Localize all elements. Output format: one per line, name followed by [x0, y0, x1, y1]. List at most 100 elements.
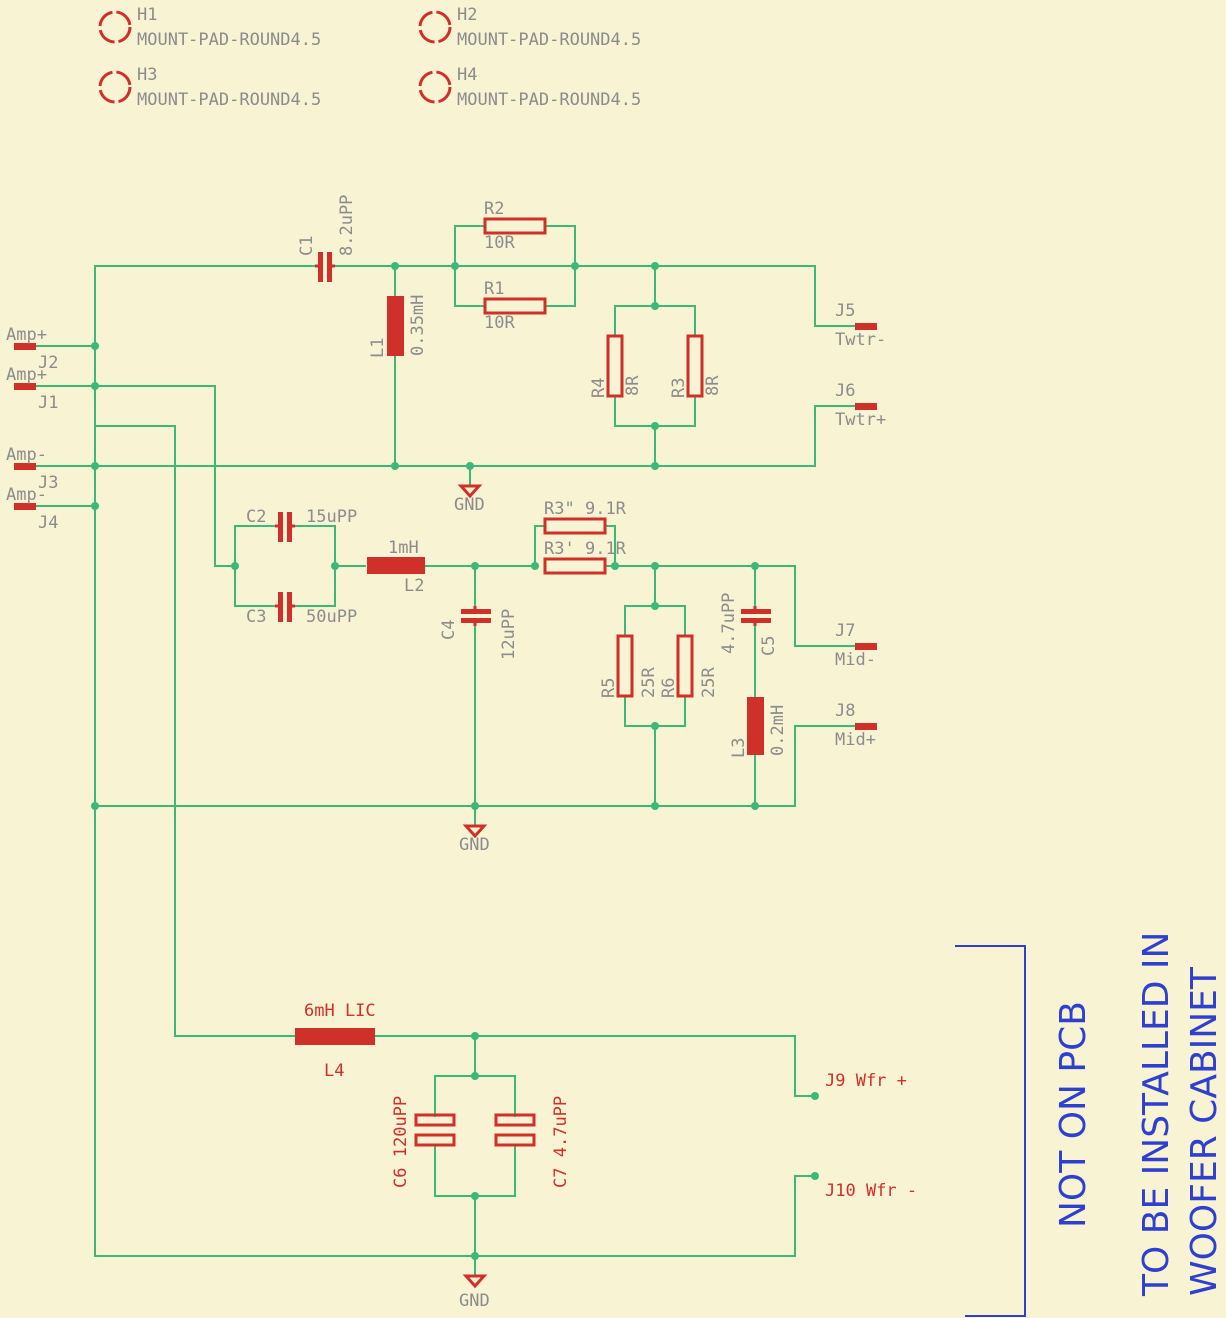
j8-value: Mid+: [835, 730, 876, 750]
h3-ref: H3: [137, 65, 157, 85]
j2-ref: J2: [38, 353, 58, 373]
h4-value: MOUNT-PAD-ROUND4.5: [457, 90, 641, 110]
resistor-r5: R5 25R: [599, 634, 659, 698]
h2-ref: H2: [457, 5, 477, 25]
inductor-l1: L1 0.35mH: [368, 295, 428, 358]
junctions: [91, 262, 819, 1260]
resistor-r2: R2 10R: [483, 199, 547, 253]
h1-value: MOUNT-PAD-ROUND4.5: [137, 30, 321, 50]
resistor-r3a: R3" 9.1R: [543, 499, 627, 535]
c5-value: 4.7uPP: [719, 593, 739, 654]
l3-ref: L3: [729, 738, 749, 758]
r2-ref: R2: [484, 199, 504, 219]
capacitor-c2: C2 15uPP: [246, 507, 357, 542]
r6-value: 25R: [699, 667, 719, 698]
j10-label: J10 Wfr -: [825, 1181, 917, 1201]
j4-value: Amp-: [6, 485, 47, 505]
l2-value: 1mH: [388, 538, 419, 558]
connector-j2: Amp+ J2: [6, 325, 58, 373]
h4-ref: H4: [457, 65, 477, 85]
mount-pad-h4: H4 MOUNT-PAD-ROUND4.5: [418, 65, 641, 110]
r4-value: 8R: [623, 375, 643, 396]
wires: [34, 225, 856, 1277]
connector-j3: Amp- J3: [6, 445, 58, 493]
l2-ref: L2: [404, 576, 424, 596]
h1-ref: H1: [137, 5, 157, 25]
r2-value: 10R: [484, 233, 515, 253]
j5-value: Twtr-: [835, 330, 886, 350]
r3-value: 8R: [703, 375, 723, 396]
gnd-3-label: GND: [459, 1291, 490, 1311]
r6-ref: R6: [659, 678, 679, 698]
inductor-l3: L3 0.2mH: [729, 697, 788, 758]
connector-j1: Amp+ J1: [6, 365, 58, 413]
h3-value: MOUNT-PAD-ROUND4.5: [137, 90, 321, 110]
c3-value: 50uPP: [306, 607, 357, 627]
mount-pad-h2: H2 MOUNT-PAD-ROUND4.5: [418, 5, 641, 50]
not-on-pcb-note: NOT ON PCB: [1053, 1001, 1094, 1228]
resistor-r4: R4 8R: [589, 334, 643, 398]
j5-ref: J5: [835, 301, 855, 321]
connector-j8: J8 Mid+: [835, 701, 877, 750]
r4-ref: R4: [589, 378, 609, 398]
j6-ref: J6: [835, 381, 855, 401]
connector-j4: Amp- J4: [6, 485, 58, 533]
j6-value: Twtr+: [835, 410, 886, 430]
capacitor-c4: C4 12uPP: [439, 606, 519, 660]
c2-ref: C2: [246, 507, 266, 527]
terminal-j10: J10 Wfr -: [825, 1181, 917, 1201]
ground-symbol-2: GND: [459, 824, 490, 855]
j3-ref: J3: [38, 473, 58, 493]
c4-value: 12uPP: [499, 609, 519, 660]
r3a-label: R3" 9.1R: [544, 499, 627, 519]
l4-value: 6mH LIC: [304, 1001, 376, 1021]
capacitor-c3: C3 50uPP: [246, 592, 357, 627]
terminal-j9: J9 Wfr +: [825, 1071, 907, 1091]
capacitor-c5: 4.7uPP C5: [719, 593, 779, 656]
l4-ref: L4: [324, 1061, 344, 1081]
c3-ref: C3: [246, 607, 266, 627]
j4-ref: J4: [38, 513, 58, 533]
install-note-line-1: TO BE INSTALLED IN: [1136, 932, 1177, 1297]
mount-pad-h1: H1 MOUNT-PAD-ROUND4.5: [98, 5, 321, 50]
ground-symbol-1: GND: [454, 484, 485, 515]
c1-ref: C1: [297, 236, 317, 256]
resistor-r6: R6 25R: [659, 634, 719, 698]
r1-value: 10R: [484, 313, 515, 333]
r1-ref: R1: [484, 279, 504, 299]
h2-value: MOUNT-PAD-ROUND4.5: [457, 30, 641, 50]
r5-value: 25R: [639, 667, 659, 698]
resistor-r1: R1 10R: [483, 279, 547, 333]
j1-ref: J1: [38, 393, 58, 413]
c1-value: 8.2uPP: [337, 195, 357, 256]
inductor-l2: 1mH L2: [367, 538, 425, 596]
inductor-l4: 6mH LIC L4: [295, 1001, 376, 1081]
j3-value: Amp-: [6, 445, 47, 465]
j7-value: Mid-: [835, 650, 876, 670]
j2-value: Amp+: [6, 325, 47, 345]
r5-ref: R5: [599, 678, 619, 698]
l3-value: 0.2mH: [768, 705, 788, 756]
install-note-line-2: WOOFER CABINET: [1184, 966, 1225, 1296]
resistor-r3b: R3' 9.1R: [543, 539, 627, 575]
j8-ref: J8: [835, 701, 855, 721]
capacitor-c6: C6 120uPP: [391, 1096, 456, 1188]
c5-ref: C5: [759, 636, 779, 656]
capacitor-c7: C7 4.7uPP: [494, 1096, 571, 1188]
c7-label: C7 4.7uPP: [551, 1096, 571, 1188]
gnd-1-label: GND: [454, 495, 485, 515]
l1-value: 0.35mH: [408, 295, 428, 356]
connector-j6: J6 Twtr+: [835, 381, 886, 430]
mount-pad-h3: H3 MOUNT-PAD-ROUND4.5: [98, 65, 321, 110]
ground-symbol-3: GND: [459, 1274, 490, 1311]
connector-j5: J5 Twtr-: [835, 301, 886, 350]
gnd-2-label: GND: [459, 835, 490, 855]
j7-ref: J7: [835, 621, 855, 641]
r3-ref: R3: [669, 378, 689, 398]
connector-j7: J7 Mid-: [835, 621, 877, 670]
c4-ref: C4: [439, 620, 459, 640]
capacitor-c1: C1 8.2uPP: [297, 195, 357, 282]
l1-ref: L1: [368, 338, 388, 358]
r3b-label: R3' 9.1R: [544, 539, 627, 559]
